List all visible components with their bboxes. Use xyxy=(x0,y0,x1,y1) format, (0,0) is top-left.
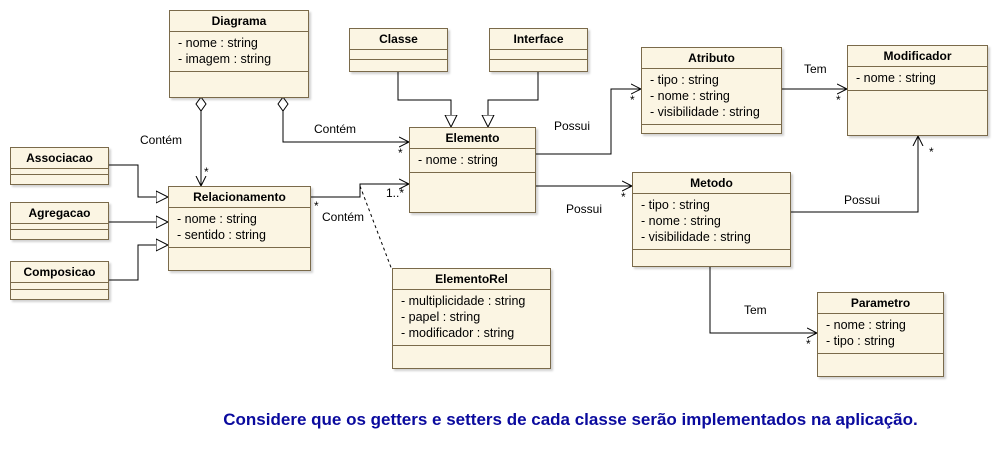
label-contem-relacionamento: Contém xyxy=(140,133,183,147)
attribute: - papel : string xyxy=(401,310,481,324)
footer-note: Considere que os getters e setters de ca… xyxy=(223,410,918,429)
multiplicity-elemento: * xyxy=(398,146,403,160)
multiplicity-modificador-atributo: * xyxy=(836,93,841,107)
attribute: - nome : string xyxy=(177,212,257,226)
attribute: - multiplicidade : string xyxy=(401,294,526,308)
attribute: - nome : string xyxy=(856,71,936,85)
edge-metodo-modificador xyxy=(791,136,918,213)
class-classe[interactable]: Classe xyxy=(349,28,448,72)
class-interface[interactable]: Interface xyxy=(489,28,588,72)
class-name: Parametro xyxy=(818,293,943,314)
class-associacao[interactable]: Associacao xyxy=(10,147,109,185)
label-tem-modificador: Tem xyxy=(804,62,827,76)
attribute: - visibilidade : string xyxy=(641,230,751,244)
attribute: - visibilidade : string xyxy=(650,105,760,119)
class-name: Classe xyxy=(350,29,447,50)
multiplicity-atributo: * xyxy=(630,93,635,107)
edge-associacao-relacionamento xyxy=(109,164,168,197)
attribute: - nome : string xyxy=(418,153,498,167)
class-agregacao[interactable]: Agregacao xyxy=(10,202,109,240)
attribute: - tipo : string xyxy=(641,198,710,212)
class-name: Agregacao xyxy=(11,203,108,224)
edge-interface-elemento xyxy=(488,72,539,127)
attribute: - nome : string xyxy=(826,318,906,332)
class-name: Interface xyxy=(490,29,587,50)
edge-classe-elemento xyxy=(397,72,451,127)
class-name: Modificador xyxy=(848,46,987,67)
class-atributo[interactable]: Atributo - tipo : string - nome : string… xyxy=(641,47,782,134)
class-name: ElementoRel xyxy=(393,269,550,290)
label-contem-elementorel: Contém xyxy=(322,210,365,224)
class-modificador[interactable]: Modificador - nome : string xyxy=(847,45,988,136)
class-name: Associacao xyxy=(11,148,108,169)
edge-diagrama-elemento xyxy=(283,97,409,142)
edge-relacionamento-elemento xyxy=(311,184,409,198)
class-composicao[interactable]: Composicao xyxy=(10,261,109,300)
attribute: - sentido : string xyxy=(177,228,266,242)
class-name: Relacionamento xyxy=(169,187,310,208)
class-name: Metodo xyxy=(633,173,790,194)
label-possui-modificador: Possui xyxy=(844,193,881,207)
class-name: Atributo xyxy=(642,48,781,69)
class-name: Composicao xyxy=(11,262,108,283)
multiplicity-parametro: * xyxy=(806,337,811,351)
attribute: - nome : string xyxy=(650,89,730,103)
class-parametro[interactable]: Parametro - nome : string - tipo : strin… xyxy=(817,292,944,377)
edge-metodo-parametro xyxy=(709,267,817,333)
label-contem-elemento: Contém xyxy=(314,122,357,136)
class-elementorel[interactable]: ElementoRel - multiplicidade : string - … xyxy=(392,268,551,369)
label-tem-parametro: Tem xyxy=(744,303,767,317)
attribute: - nome : string xyxy=(178,36,258,50)
class-diagrama[interactable]: Diagrama - nome : string - imagem : stri… xyxy=(169,10,309,98)
multiplicity-relacionamento: * xyxy=(204,165,209,179)
attribute: - tipo : string xyxy=(650,73,719,87)
class-relacionamento[interactable]: Relacionamento - nome : string - sentido… xyxy=(168,186,311,271)
attribute: - tipo : string xyxy=(826,334,895,348)
attribute: - nome : string xyxy=(641,214,721,228)
label-possui-atributo: Possui xyxy=(554,119,591,133)
edge-elemento-atributo xyxy=(536,89,641,155)
attribute: - modificador : string xyxy=(401,326,515,340)
class-metodo[interactable]: Metodo - tipo : string - nome : string -… xyxy=(632,172,791,267)
class-elemento[interactable]: Elemento - nome : string xyxy=(409,127,536,213)
multiplicity-metodo: * xyxy=(621,190,626,204)
multiplicity-elemento-end: 1..* xyxy=(386,186,405,200)
edge-elementorel-dashed xyxy=(359,185,393,271)
multiplicity-modificador-metodo: * xyxy=(929,145,934,159)
label-possui-metodo: Possui xyxy=(566,202,603,216)
class-name: Elemento xyxy=(410,128,535,149)
multiplicity-relacionamento-end: * xyxy=(314,199,319,213)
class-name: Diagrama xyxy=(170,11,308,32)
attribute: - imagem : string xyxy=(178,52,272,66)
edge-composicao-relacionamento xyxy=(109,245,168,281)
